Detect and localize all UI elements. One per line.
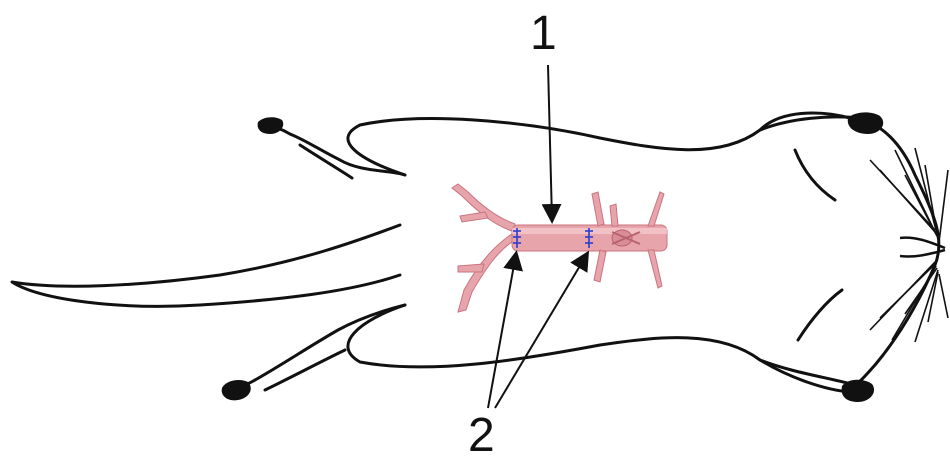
rat-outline bbox=[12, 113, 939, 392]
fore-foot-lower bbox=[842, 380, 874, 402]
aorta-vessel bbox=[452, 184, 667, 312]
side-branch-down-1 bbox=[594, 250, 606, 282]
hind-foot-lower bbox=[222, 380, 251, 400]
fore-foot-upper bbox=[848, 112, 883, 134]
hind-foot-upper bbox=[258, 117, 284, 134]
iliac-branch-lower-side bbox=[458, 264, 484, 272]
callout-label-2: 2 bbox=[468, 412, 495, 460]
side-branch-up-1 bbox=[592, 192, 604, 226]
rat-feet bbox=[222, 112, 884, 402]
callout-label-1: 1 bbox=[530, 10, 557, 58]
iliac-branch-upper-side bbox=[460, 212, 488, 222]
arrow-2a bbox=[488, 254, 516, 408]
side-branch-up-3 bbox=[648, 192, 664, 226]
arrow-2b bbox=[495, 254, 587, 408]
side-branch-up-2 bbox=[610, 204, 618, 226]
side-branch-down-2 bbox=[648, 250, 662, 288]
iliac-branch-upper bbox=[452, 184, 515, 232]
arrow-1 bbox=[548, 65, 552, 220]
